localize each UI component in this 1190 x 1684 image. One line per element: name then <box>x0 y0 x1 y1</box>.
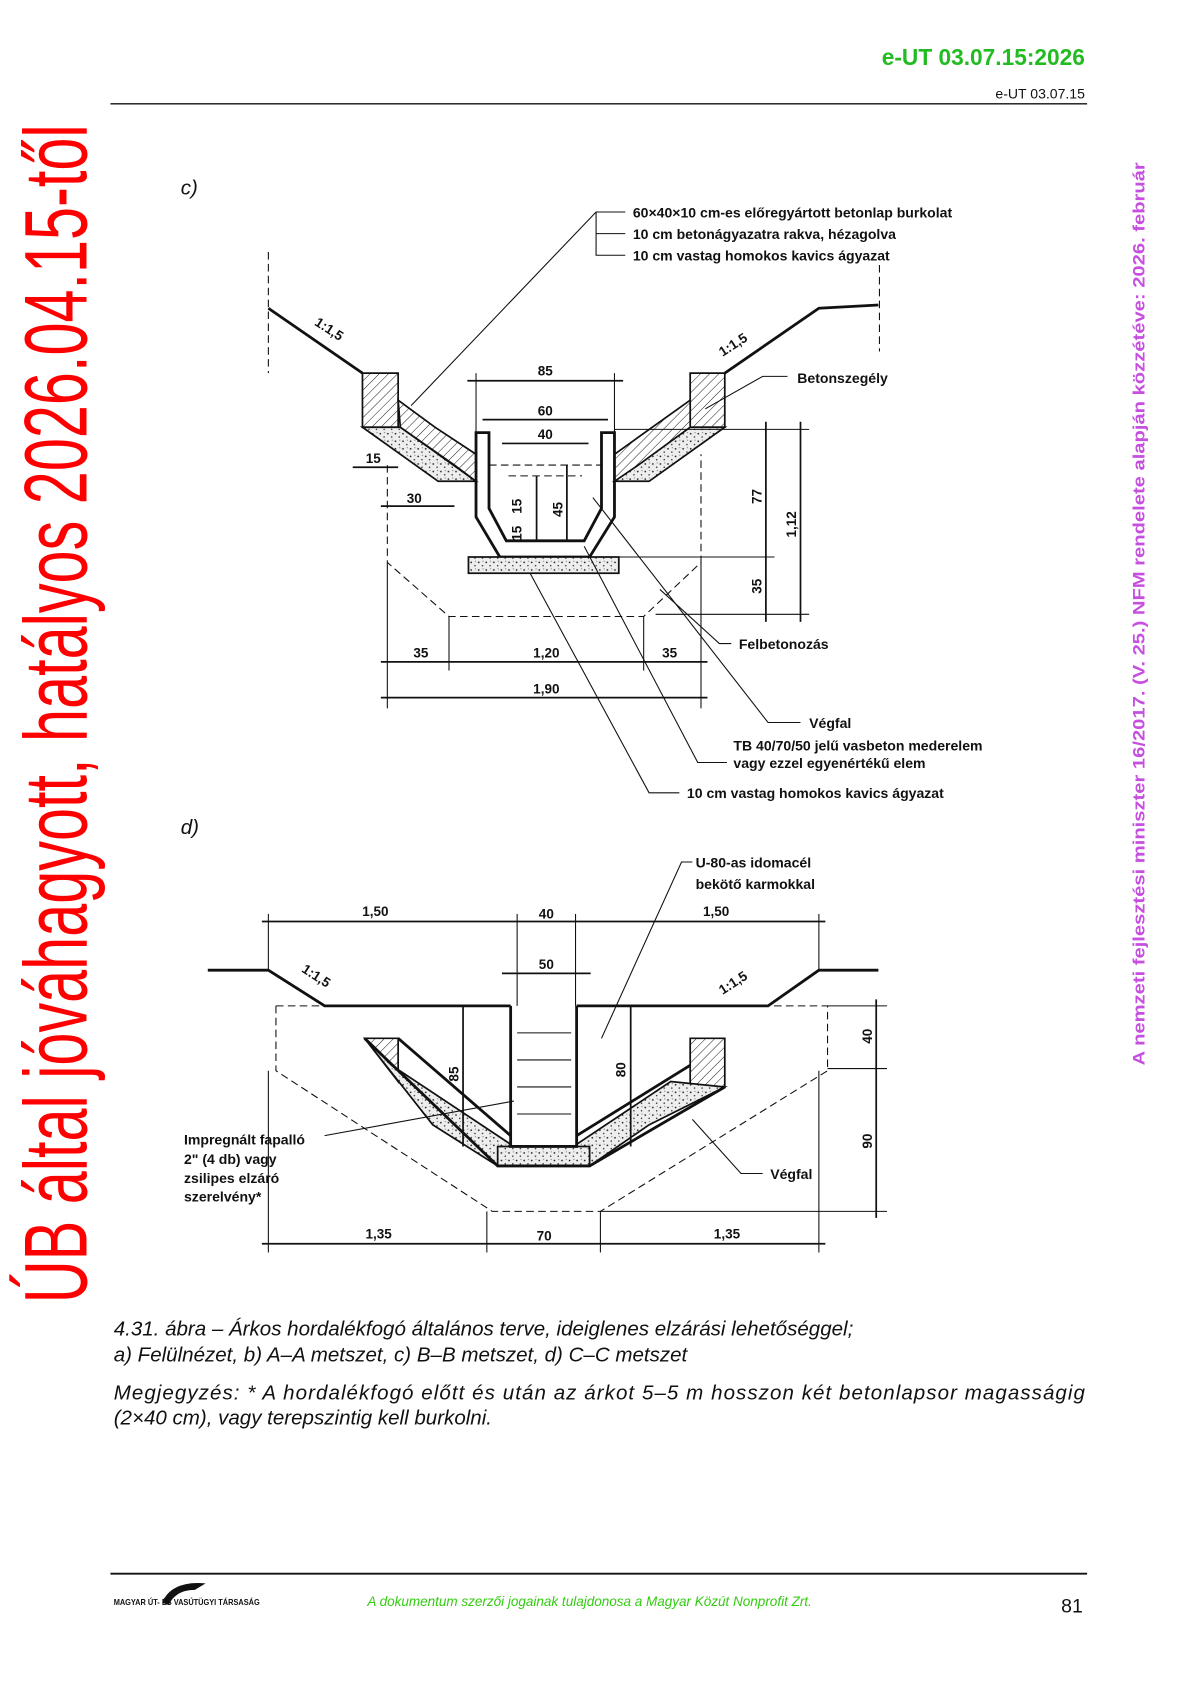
dimensions-d: 1,50 40 1,50 50 85 80 40 90 1,35 70 1,35 <box>261 904 888 1253</box>
callout-betonlap: 60×40×10 cm-es előregyártott betonlap bu… <box>633 204 953 220</box>
document-code: e-UT 03.07.15:2026 <box>882 44 1085 70</box>
dim-50: 50 <box>539 957 554 972</box>
label-betonszegely: Betonszegély <box>797 370 888 386</box>
dim-15-inner-2: 15 <box>509 525 524 541</box>
label-impregnalt-3: zsilipes elzáró <box>184 1170 280 1186</box>
label-tb-element: TB 40/70/50 jelű vasbeton mederelem <box>733 738 982 754</box>
dim-85: 85 <box>538 363 554 378</box>
dim-1-50-left: 1,50 <box>362 904 388 919</box>
label-impregnalt-4: szerelvény* <box>184 1189 262 1205</box>
dim-35-vertical: 35 <box>750 578 765 594</box>
dim-45: 45 <box>551 501 566 517</box>
label-impregnalt-2: 2" (4 db) vagy <box>184 1151 277 1167</box>
dim-1-90: 1,90 <box>533 681 559 696</box>
figure-caption: 4.31. ábra – Árkos hordalékfogó általáno… <box>114 1318 854 1341</box>
dim-35-right: 35 <box>662 646 678 661</box>
note-line-2: (2×40 cm), vagy terepszintig kell burkol… <box>114 1406 492 1429</box>
dim-40-vertical: 40 <box>860 1029 875 1044</box>
label-tb-element-2: vagy ezzel egyenértékű elem <box>733 755 925 771</box>
figure-caption-2: a) Felülnézet, b) A–A metszet, c) B–B me… <box>114 1344 689 1367</box>
label-felbetonozas: Felbetonozás <box>739 636 829 652</box>
slope-left: 1:1,5 <box>312 314 346 344</box>
label-u80-2: bekötő karmokkal <box>696 876 815 892</box>
dim-80: 80 <box>613 1062 628 1077</box>
dim-30: 30 <box>407 491 422 506</box>
approval-watermark: ÚB által jóváhagyott, hatályos 2026.04.1… <box>7 124 106 1303</box>
label-vegfal-d: Végfal <box>770 1166 812 1182</box>
dim-40: 40 <box>538 427 553 442</box>
dim-15: 15 <box>366 451 382 466</box>
logo: MAGYAR ÚT- ÉS VASÚTÜGYI TÁRSASÁG <box>114 1583 260 1607</box>
dim-70: 70 <box>537 1229 552 1244</box>
callout-betonagyazat: 10 cm betonágyazatra rakva, hézagolva <box>633 226 896 242</box>
dim-1-35-right: 1,35 <box>714 1226 741 1241</box>
label-vegfal: Végfal <box>809 715 851 731</box>
document-code-small: e-UT 03.07.15 <box>995 85 1085 101</box>
dim-90: 90 <box>860 1134 875 1149</box>
label-u80: U-80-as idomacél <box>696 854 812 870</box>
dim-15-inner: 15 <box>509 498 524 514</box>
dim-1-50-right: 1,50 <box>703 904 729 919</box>
footer-copyright: A dokumentum szerzői jogainak tulajdonos… <box>366 1594 811 1609</box>
slope-right-d: 1:1,5 <box>716 968 750 998</box>
dim-35-left: 35 <box>413 646 429 661</box>
logo-swoosh-icon <box>162 1583 206 1606</box>
figure-d: d) 1:1,5 1:1,5 1,50 40 1,50 50 85 <box>181 816 888 1253</box>
slope-left-d: 1:1,5 <box>299 961 333 991</box>
stop-logs <box>517 1032 572 1115</box>
figure-c: c) 1:1,5 1:1,5 85 60 40 15 30 15 15 <box>181 177 983 802</box>
logo-text: MAGYAR ÚT- ÉS VASÚTÜGYI TÁRSASÁG <box>114 1596 260 1607</box>
side-publication-note: A nemzeti fejlesztési miniszter 16/2017.… <box>1129 162 1148 1066</box>
dim-1-12: 1,12 <box>784 511 799 537</box>
dim-77: 77 <box>750 489 765 504</box>
dimensions-c: 85 60 40 15 30 15 15 45 77 1,12 35 35 <box>352 363 810 709</box>
figure-d-label: d) <box>181 816 199 839</box>
slope-right: 1:1,5 <box>716 330 750 360</box>
figure-c-label: c) <box>181 177 198 200</box>
dim-1-35-left: 1,35 <box>366 1226 393 1241</box>
dim-40: 40 <box>539 906 554 921</box>
callout-kavics: 10 cm vastag homokos kavics ágyazat <box>633 248 890 264</box>
dim-85: 85 <box>447 1066 462 1082</box>
dim-60: 60 <box>538 403 553 418</box>
note-line-1: Megjegyzés: * A hordalékfogó előtt és ut… <box>114 1382 1086 1405</box>
label-impregnalt: Impregnált fapalló <box>184 1131 305 1147</box>
page-number: 81 <box>1061 1596 1083 1618</box>
label-kavics-agyazat: 10 cm vastag homokos kavics ágyazat <box>687 785 944 801</box>
dim-1-20: 1,20 <box>533 646 559 661</box>
